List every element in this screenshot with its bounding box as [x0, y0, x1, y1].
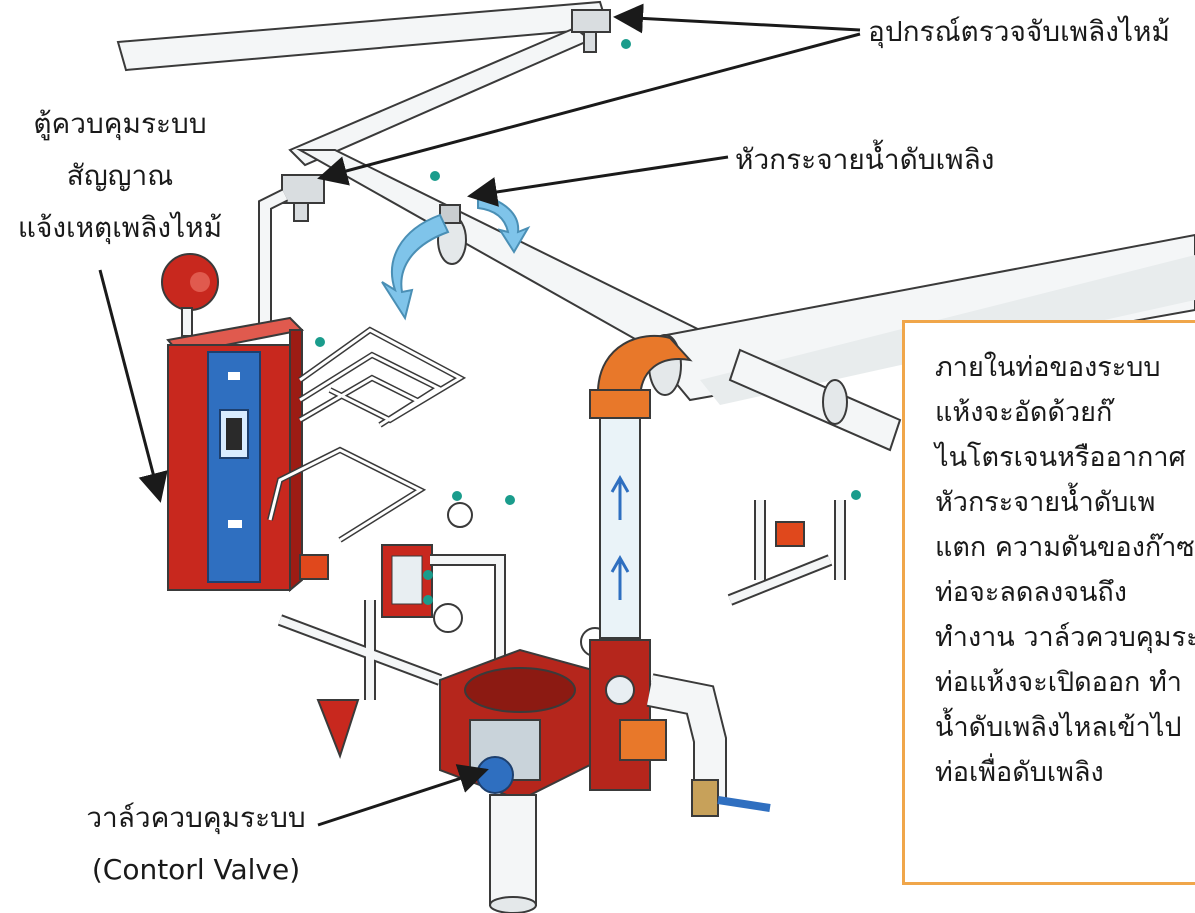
right-branch-pipe [728, 348, 902, 452]
water-spray-arrows [381, 193, 531, 321]
junction-boxes [299, 521, 805, 580]
note-line: ไนโตรเจนหรืออากาศ [935, 442, 1186, 473]
valve-arrow [317, 764, 489, 827]
note-line: น้ำดับเพลิงไหลเข้าไป [935, 712, 1182, 743]
explanation-note-box: ภายในท่อของระบบ แห้งจะอัดด้วยก๊ ไนโตรเจน… [902, 320, 1195, 885]
note-line: ท่อแห้งจะเปิดออก ทำ [935, 667, 1182, 698]
trim-piping-inner [278, 500, 844, 700]
sprinkler-head [430, 171, 461, 224]
note-line: หัวกระจายน้ำดับเพ [935, 487, 1156, 518]
signal-wiring-inner [268, 328, 464, 542]
note-line: ท่อจะลดลงจนถึง [935, 577, 1127, 608]
leader-arrows [98, 3, 861, 827]
note-line: ทำงาน วาล์วควบคุมระ [935, 622, 1195, 653]
note-line: ภายในท่อของระบบ [935, 352, 1161, 383]
riser-pipe [599, 417, 641, 639]
control-valve-label-line: วาล์วควบคุมระบบ [86, 801, 306, 834]
control-valve-label: วาล์วควบคุมระบบ (Contorl Valve) [70, 792, 322, 896]
drain-cone [316, 699, 360, 759]
fire-detector-label: อุปกรณ์ตรวจจับเพลิงไหม้ [868, 15, 1170, 48]
detector-arrow-2 [317, 32, 861, 186]
fire-detector-device [571, 9, 631, 53]
pressure-gauges [433, 502, 610, 657]
fire-detector-device-2 [281, 174, 325, 222]
alarm-panel-label-line: ตู้ควบคุมระบบ [33, 107, 207, 140]
pressure-switch-box [381, 544, 433, 618]
note-line: ท่อเพื่อดับเพลิง [935, 757, 1104, 788]
sprinkler-arrow [467, 155, 729, 207]
note-line: แตก ความดันของก๊าซ [935, 532, 1195, 563]
inlet-riser-pipe [489, 794, 537, 913]
dry-pipe-control-valve [439, 639, 667, 802]
alarm-bell [161, 253, 219, 337]
control-valve-label-line: (Contorl Valve) [91, 853, 301, 886]
alarm-panel-label-line: สัญญาณ [66, 159, 174, 192]
alarm-panel-label: ตู้ควบคุมระบบ สัญญาณ แจ้งเหตุเพลิงไหม้ [4, 98, 236, 254]
note-line: แห้งจะอัดด้วยก๊ [935, 397, 1113, 428]
alarm-panel-label-line: แจ้งเหตุเพลิงไหม้ [17, 211, 223, 244]
detector-arrow-1 [613, 3, 861, 34]
panel-arrow [98, 269, 168, 503]
outlet-pipe [646, 673, 771, 817]
fire-alarm-control-panel [166, 316, 305, 593]
signal-pipe [258, 188, 289, 330]
explanation-note-text: ภายในท่อของระบบ แห้งจะอัดด้วยก๊ ไนโตรเจน… [935, 345, 1195, 795]
sprinkler-head-label: หัวกระจายน้ำดับเพลิง [735, 143, 995, 176]
indicator-dots [315, 337, 861, 605]
